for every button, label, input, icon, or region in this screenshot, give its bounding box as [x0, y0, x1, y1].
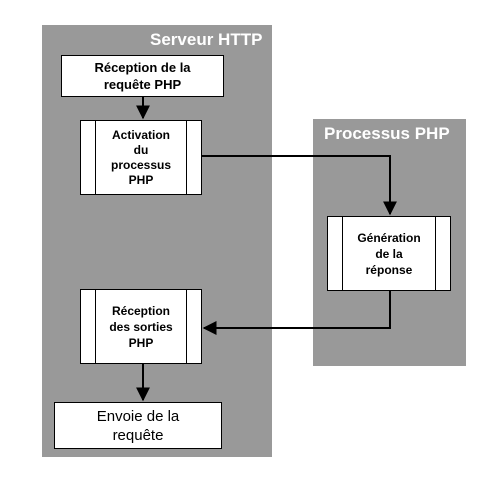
generation-box: Génération de la réponse: [327, 216, 451, 291]
envoie-box: Envoie de la requête: [54, 402, 222, 449]
reception-requete-box: Réception de la requête PHP: [61, 55, 224, 97]
reception-sorties-label: Réception des sorties PHP: [109, 303, 173, 350]
activation-box: Activation du processus PHP: [80, 120, 202, 195]
http-server-title: Serveur HTTP: [150, 30, 263, 49]
envoie-label: Envoie de la requête: [96, 407, 180, 444]
arrow-generation-to-sorties: [202, 290, 391, 335]
arrow-activation-to-generation: [202, 155, 397, 216]
http-server-panel: [42, 25, 272, 457]
generation-label: Génération de la réponse: [357, 230, 421, 277]
reception-sorties-box: Réception des sorties PHP: [80, 289, 202, 364]
reception-requete-label: Réception de la requête PHP: [94, 60, 191, 92]
php-process-title: Processus PHP: [324, 124, 450, 143]
activation-label: Activation du processus PHP: [110, 127, 172, 187]
